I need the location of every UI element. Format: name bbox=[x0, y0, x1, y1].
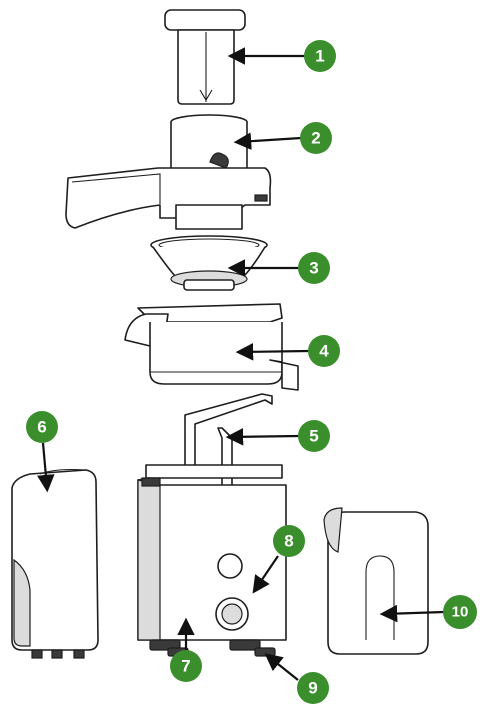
callout-badge-8: 8 bbox=[273, 525, 305, 557]
callout-badge-3: 3 bbox=[298, 252, 330, 284]
filter-basket-part bbox=[151, 236, 267, 290]
callout-label-4: 4 bbox=[319, 342, 329, 361]
callout-label-5: 5 bbox=[309, 427, 318, 446]
callout-badge-7: 7 bbox=[170, 650, 202, 682]
cover-part bbox=[66, 115, 270, 229]
callout-label-10: 10 bbox=[452, 604, 469, 621]
callout-badge-2: 2 bbox=[300, 122, 332, 154]
callout-label-8: 8 bbox=[284, 532, 293, 551]
leader-line-9 bbox=[268, 656, 298, 680]
callout-badge-10: 10 bbox=[443, 595, 477, 629]
callout-label-7: 7 bbox=[181, 657, 190, 676]
callout-label-2: 2 bbox=[311, 129, 320, 148]
pulp-container-part bbox=[12, 470, 98, 659]
motor-base-part bbox=[138, 465, 286, 656]
callout-label-9: 9 bbox=[308, 679, 317, 698]
leader-line-5 bbox=[230, 436, 299, 437]
juice-bowl-part bbox=[125, 304, 298, 390]
juice-jug-part bbox=[324, 508, 428, 654]
leader-line-4 bbox=[240, 351, 309, 352]
callout-label-1: 1 bbox=[315, 47, 324, 66]
callout-badge-4: 4 bbox=[308, 335, 340, 367]
callout-badge-6: 6 bbox=[26, 411, 58, 443]
callout-badge-1: 1 bbox=[304, 40, 336, 72]
callout-badge-5: 5 bbox=[298, 420, 330, 452]
callout-label-3: 3 bbox=[309, 259, 318, 278]
callout-label-6: 6 bbox=[37, 418, 46, 437]
callout-badge-9: 9 bbox=[297, 672, 329, 704]
